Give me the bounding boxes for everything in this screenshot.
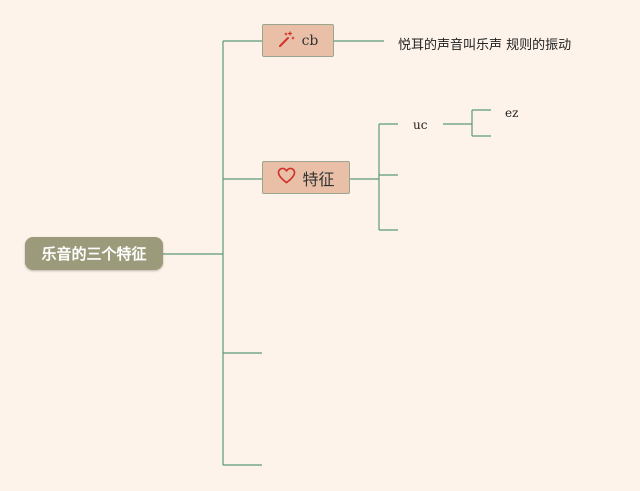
branch-label-cb: cb: [301, 32, 319, 49]
branch-node-features[interactable]: 特征: [262, 161, 350, 194]
root-label: 乐音的三个特征: [41, 245, 147, 263]
leaf-description[interactable]: 悦耳的声音叫乐声 规则的振动: [398, 38, 572, 53]
magic-wand-icon: [278, 30, 296, 52]
root-node[interactable]: 乐音的三个特征: [25, 237, 163, 270]
leaf-ez[interactable]: ez: [505, 106, 519, 120]
branch-label-features: 特征: [302, 169, 335, 189]
leaf-uc[interactable]: uc: [413, 118, 428, 132]
heart-icon: [277, 167, 296, 188]
branch-node-cb[interactable]: cb: [262, 24, 334, 57]
